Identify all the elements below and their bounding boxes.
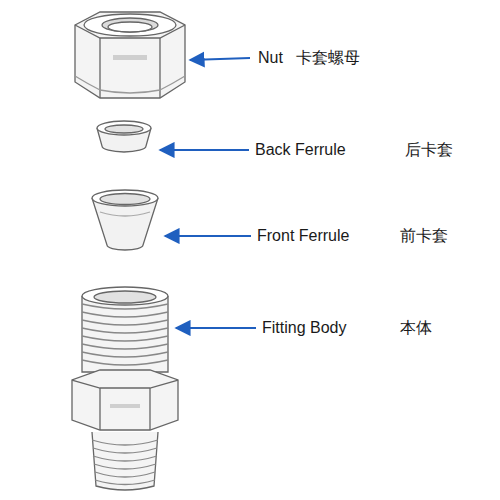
fitting-body-drawing <box>92 440 158 485</box>
fitting-body-drawing <box>72 380 178 388</box>
nut-drawing <box>113 55 147 60</box>
leader-arrow <box>160 149 249 151</box>
part-name: Fitting Body <box>262 318 346 338</box>
back-ferrule-drawing <box>97 121 151 152</box>
nut-drawing <box>84 14 176 36</box>
fitting-body-drawing <box>72 370 178 430</box>
fitting-body-drawing <box>149 388 150 430</box>
leader-arrow <box>165 235 251 237</box>
fitting-body-drawing <box>82 304 168 365</box>
nut-drawing <box>100 90 160 93</box>
nut-drawing <box>108 22 152 32</box>
part-name-chinese: 前卡套 <box>400 226 448 246</box>
part-name-chinese: 卡套螺母 <box>296 48 360 68</box>
nut-drawing <box>75 12 185 98</box>
nut-drawing <box>75 12 185 98</box>
fitting-body-drawing <box>94 291 156 303</box>
front-ferrule-drawing <box>100 212 150 216</box>
nut-drawing <box>75 76 185 90</box>
fitting-body-drawing <box>72 287 178 490</box>
back-ferrule-drawing <box>97 121 151 135</box>
front-ferrule-drawing <box>92 190 158 250</box>
part-name: Front Ferrule <box>257 226 349 246</box>
nut-drawing <box>102 18 158 32</box>
part-name-chinese: 本体 <box>400 318 432 338</box>
front-ferrule-drawing <box>100 194 150 205</box>
fitting-body-drawing <box>82 287 168 305</box>
nut-drawing <box>99 38 100 98</box>
back-ferrule-drawing <box>105 125 143 133</box>
fitting-body-drawing <box>99 388 100 430</box>
leader-arrow <box>160 58 256 328</box>
part-name-chinese: 后卡套 <box>405 140 453 160</box>
leader-arrow <box>176 327 256 329</box>
fitting-body-drawing <box>82 296 168 372</box>
fitting-body-drawing <box>110 404 140 408</box>
leader-arrow <box>190 58 250 60</box>
nut-drawing <box>159 38 160 98</box>
fitting-body-drawing <box>92 432 158 490</box>
part-name: Nut <box>258 48 283 68</box>
part-name: Back Ferrule <box>255 140 346 160</box>
front-ferrule-drawing <box>92 190 158 206</box>
